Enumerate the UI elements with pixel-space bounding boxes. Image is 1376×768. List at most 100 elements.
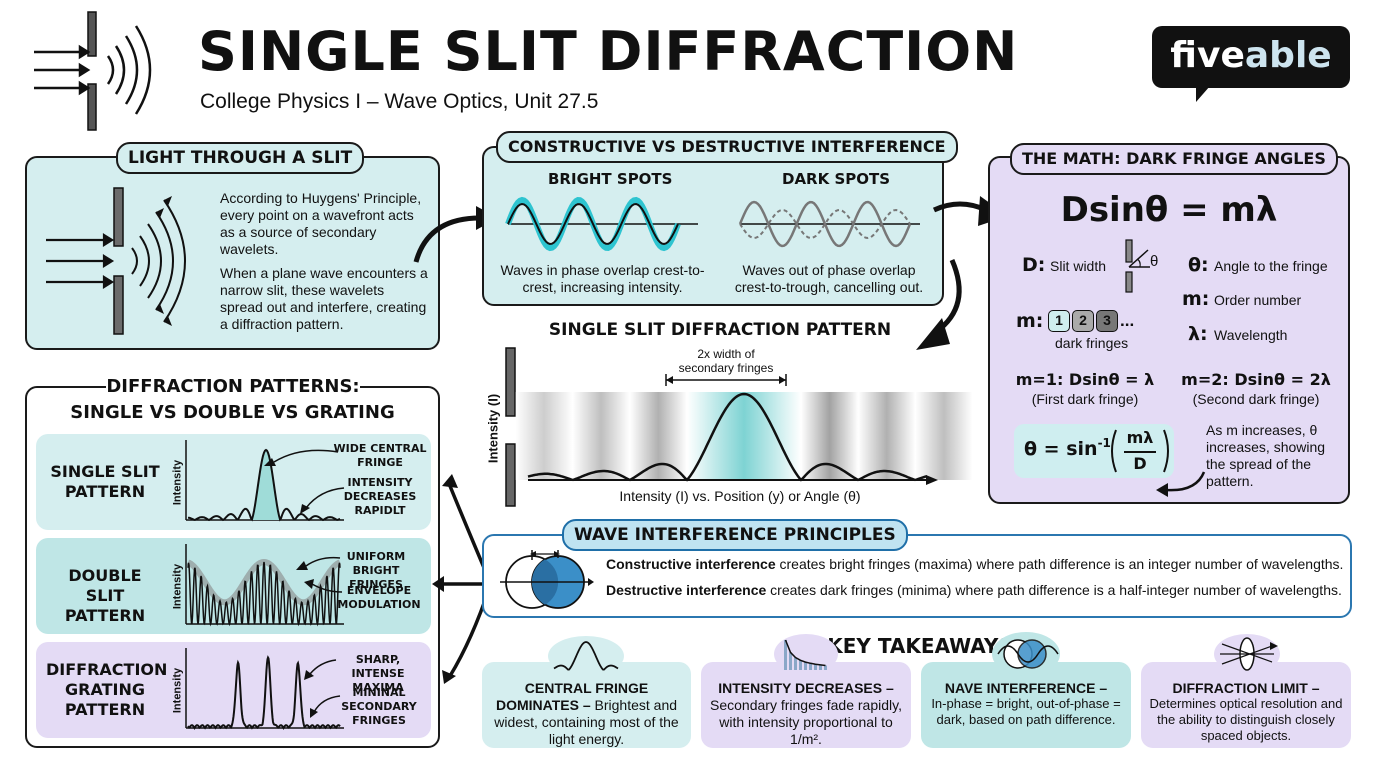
theta-key: θ: xyxy=(1188,254,1209,276)
m-key: m: xyxy=(1182,288,1210,310)
theta-description: Angle to the fringe xyxy=(1214,258,1328,274)
theta-formula-denominator: D xyxy=(1133,454,1147,473)
theta-formula: θ = sin -1 xyxy=(1024,436,1111,460)
pattern-heading: SINGLE SLIT DIFFRACTION PATTERN xyxy=(548,320,892,340)
page-subtitle: College Physics I – Wave Optics, Unit 27… xyxy=(200,90,599,113)
slit-wave-icon xyxy=(34,11,152,131)
dark-spots-label: DARK SPOTS xyxy=(782,170,891,188)
dark-spots-description: Waves out of phase overlap crest-to-trou… xyxy=(734,262,924,295)
diffraction-patterns-heading-1: DIFFRACTION PATTERNS: xyxy=(106,376,360,397)
takeaway-title-1: CENTRAL FRINGE DOMINATES – xyxy=(495,680,649,713)
d-description: Slit width xyxy=(1050,258,1107,274)
pattern-fringe-band xyxy=(915,392,973,480)
interference-heading: CONSTRUCTIVE VS DESTRUCTIVE INTERFERENCE xyxy=(496,131,958,163)
takeaway-card-4 xyxy=(1141,662,1351,748)
main-equation: Dsinθ = mλ xyxy=(1060,190,1278,230)
math-heading: THE MATH: DARK FRINGE ANGLES xyxy=(1010,143,1338,175)
m-key-badges: m: xyxy=(1016,310,1044,332)
intensity-bar xyxy=(794,657,797,670)
constructive-text: creates bright fringes (maxima) where pa… xyxy=(775,556,1344,572)
logo-text-part2: able xyxy=(1244,35,1332,76)
m2-equation: m=2: Dsinθ = 2λ xyxy=(1181,370,1331,389)
theta-formula-lhs: θ = sin xyxy=(1024,438,1098,460)
grating-note-1: SHARP, INTENSE MAXIMA xyxy=(351,653,405,694)
pattern-slit-bar-top xyxy=(505,347,516,417)
intensity-bar xyxy=(824,665,827,670)
destructive-text: creates dark fringes (minima) where path… xyxy=(766,582,1342,598)
page-title: SINGLE SLIT DIFFRACTION xyxy=(198,20,1019,83)
pattern-fringe-band xyxy=(629,392,687,480)
pattern-fringe-band xyxy=(801,392,859,480)
light-through-slit-panel xyxy=(25,156,440,350)
m-badge-2: 2 xyxy=(1072,310,1094,332)
fiveable-logo[interactable]: fiveable xyxy=(1152,26,1350,88)
spread-note-arrow xyxy=(1156,471,1206,497)
destructive-term: Destructive interference xyxy=(606,582,767,598)
takeaway-body-1: Brightest and widest, containing most of… xyxy=(494,697,679,747)
theta-formula-parens xyxy=(1111,429,1169,473)
theta-angle-label: θ xyxy=(1150,253,1159,270)
intensity-bar xyxy=(784,640,787,670)
intensity-decrease-icon xyxy=(774,634,838,674)
double-note-1: UNIFORM BRIGHT FRINGES xyxy=(346,550,406,591)
interference-panel xyxy=(482,146,944,306)
grating-title: DIFFRACTION GRATING PATTERN xyxy=(46,660,168,719)
pattern-width-bracket xyxy=(665,374,787,386)
takeaway-title-4: DIFFRACTION LIMIT – xyxy=(1172,680,1320,696)
single-slit-mini-plot xyxy=(185,440,344,522)
theta-formula-numerator: mλ xyxy=(1126,428,1154,447)
takeaway-title-2: INTENSITY DECREASES – xyxy=(718,680,894,696)
m-badge-1: 1 xyxy=(1048,310,1070,332)
m-badge-3: 3 xyxy=(1096,310,1118,332)
takeaway-card-1 xyxy=(482,662,691,748)
double-slit-mini-plot xyxy=(185,544,344,627)
pattern-ylabel: Intensity (I) xyxy=(485,393,501,464)
grating-note-2: MININAL SECONDARY FRINGES xyxy=(341,686,417,727)
logo-text-part1: five xyxy=(1170,35,1245,76)
m2-description: (Second dark fringe) xyxy=(1192,391,1320,407)
grating-note-arrows xyxy=(304,659,341,718)
destructive-line: Destructive interference creates dark fr… xyxy=(606,582,1346,599)
takeaway-body-2: Secondary fringes fade rapidly, with int… xyxy=(710,697,902,747)
theta-formula-exp: -1 xyxy=(1097,436,1111,450)
single-slit-title: SINGLE SLIT PATTERN xyxy=(50,462,160,501)
m1-description: (First dark fringe) xyxy=(1031,391,1139,407)
m-badge-row: 1 2 3 ... xyxy=(1048,310,1134,332)
pattern-fringe-band xyxy=(572,392,630,480)
single-note-1: WIDE CENTRAL FRINGE xyxy=(333,442,427,469)
grating-mini-plot xyxy=(185,648,344,730)
d-key: D: xyxy=(1022,254,1046,276)
takeaway-card-3 xyxy=(921,662,1131,748)
takeaway-card-2 xyxy=(701,662,911,748)
huygens-paragraph: According to Huygens' Principle, every p… xyxy=(220,190,422,257)
intensity-bar xyxy=(819,664,822,670)
intensity-bar xyxy=(809,663,812,670)
central-fringe-icon xyxy=(548,636,624,676)
takeaway-body-3: In-phase = bright, out-of-phase = dark, … xyxy=(931,696,1121,727)
takeaway-body-4: Determines optical resolution and the ab… xyxy=(1149,696,1343,743)
pattern-xlabel: Intensity (I) vs. Position (y) or Angle … xyxy=(619,488,861,504)
intensity-bar xyxy=(814,664,817,670)
principles-heading: WAVE INTERFERENCE PRINCIPLES xyxy=(562,519,908,551)
logo-speech-tail xyxy=(1196,86,1210,102)
m-badges-description: dark fringes xyxy=(1055,335,1129,351)
lambda-key: λ: xyxy=(1188,323,1208,345)
double-slit-title: DOUBLE SLIT PATTERN xyxy=(64,566,146,625)
bright-spots-label: BRIGHT SPOTS xyxy=(548,170,673,188)
pattern-width-label: 2x width of secondary fringes xyxy=(678,347,774,375)
slit-angle-icon xyxy=(1125,239,1150,293)
bright-waves-graphic xyxy=(505,196,698,252)
diffraction-limit-icon xyxy=(1214,634,1280,674)
single-note-2: INTENSITY DECREASES RAPIDLT xyxy=(343,476,417,517)
bright-spots-description: Waves in phase overlap crest-to-crest, i… xyxy=(500,262,705,295)
m1-equation: m=1: Dsinθ = λ xyxy=(1015,370,1155,389)
pattern-fringe-band xyxy=(858,392,916,480)
light-through-slit-heading: LIGHT THROUGH A SLIT xyxy=(116,142,365,174)
huygens-slit-diagram xyxy=(46,187,186,335)
wave-interference-icon xyxy=(992,632,1060,676)
takeaway-title-3: NAVE INTERFERENCE – xyxy=(944,680,1108,696)
key-takeaways-heading: KEY TAKEAWAYS xyxy=(827,634,1013,658)
m-badge-dots: ... xyxy=(1120,311,1135,330)
lambda-description: Wavelength xyxy=(1214,327,1288,343)
takeaway-text-2: INTENSITY DECREASES –Secondary fringes f… xyxy=(709,680,903,748)
